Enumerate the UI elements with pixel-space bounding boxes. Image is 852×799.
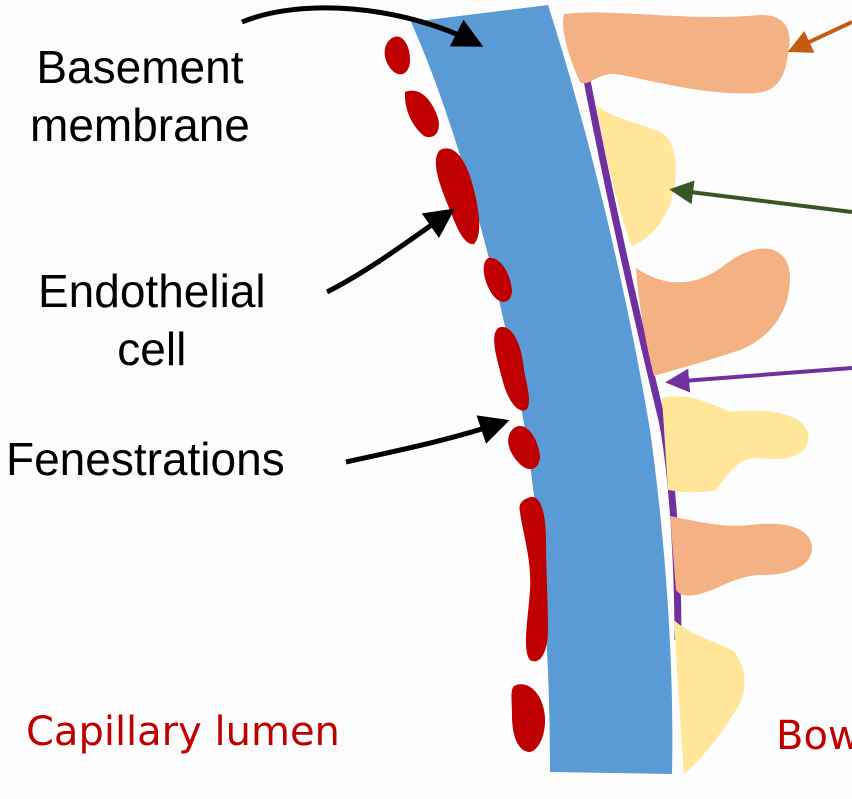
basement-membrane-label: Basement membrane <box>30 38 250 154</box>
endothelial-fragment-2 <box>404 90 439 138</box>
foot-process-yellow-1 <box>596 105 676 246</box>
fenestrations-label: Fenestrations <box>6 433 285 485</box>
foot-process-orange-2 <box>636 248 790 376</box>
endothelial-fragment-6 <box>508 426 540 470</box>
foot-process-yellow-3 <box>674 620 745 774</box>
basement-membrane-label-line1: Basement <box>36 41 244 93</box>
foot-process-orange-1 <box>563 12 790 94</box>
endothelial-fragment-4 <box>483 257 512 302</box>
arrow-fenestrations <box>345 415 510 465</box>
arrow-green <box>669 180 852 214</box>
basement-membrane <box>411 5 673 774</box>
bowmans-space-label-partial: Bow <box>776 713 852 759</box>
endothelial-fragment-1 <box>384 36 410 75</box>
foot-process-orange-3 <box>670 516 812 596</box>
endothelial-cell <box>384 36 548 752</box>
endothelial-cell-label: Endothelial cell <box>38 262 266 378</box>
endothelial-cell-label-line1: Endothelial <box>38 265 266 317</box>
arrow-orange <box>787 20 852 53</box>
endothelial-cell-label-line2: cell <box>117 323 187 375</box>
arrow-purple <box>665 366 852 393</box>
endothelial-fragment-5 <box>494 327 530 411</box>
endothelial-fragment-8 <box>511 684 546 752</box>
arrow-basement-membrane <box>241 5 484 47</box>
capillary-lumen-label: Capillary lumen <box>26 709 340 755</box>
foot-process-yellow-2 <box>662 396 809 493</box>
endothelial-fragment-7 <box>519 496 548 662</box>
basement-membrane-label-line2: membrane <box>30 99 250 151</box>
arrow-endothelial-cell <box>325 208 455 295</box>
endothelial-fragment-3 <box>435 148 480 245</box>
